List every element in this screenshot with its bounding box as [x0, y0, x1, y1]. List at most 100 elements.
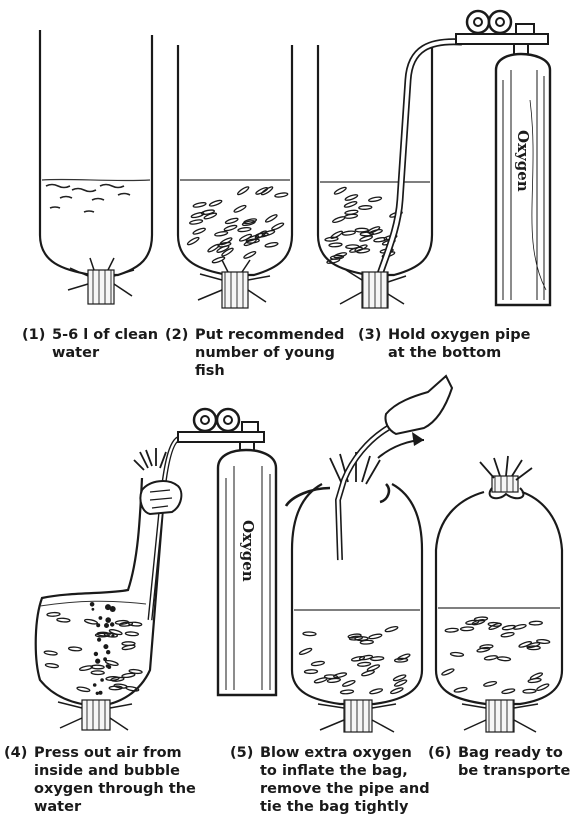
bag-outline: [436, 492, 562, 704]
bubble: [94, 652, 98, 656]
fish: [329, 243, 342, 247]
fish: [497, 656, 510, 661]
fish: [351, 656, 364, 662]
fish: [192, 227, 205, 235]
fish: [68, 647, 81, 651]
fish: [57, 618, 70, 622]
caption-line: 5-6 l of clean: [52, 326, 158, 344]
fish: [385, 626, 398, 633]
fish: [189, 219, 202, 225]
fish: [84, 619, 97, 625]
bag-clean-water: [40, 30, 152, 304]
caption-line: water: [34, 798, 196, 816]
fish: [536, 683, 549, 692]
bubble: [105, 617, 111, 623]
fish: [357, 662, 370, 667]
fish: [233, 204, 246, 213]
fish: [325, 237, 338, 242]
oxygen-cylinder: Oxygen: [456, 11, 550, 305]
fish: [193, 202, 206, 208]
fish: [237, 186, 250, 196]
fish: [271, 222, 284, 231]
cylinder-label: Oxygen: [514, 130, 532, 192]
fish: [340, 690, 353, 695]
fish-group: [299, 626, 411, 695]
fish: [327, 258, 340, 264]
bubble: [105, 604, 111, 610]
step-number: (4): [4, 744, 27, 762]
caption-line: be transported: [458, 762, 571, 780]
fish: [334, 186, 347, 195]
caption-line: Bag ready to: [458, 744, 571, 762]
fish: [461, 627, 474, 631]
bag-knot: [58, 700, 132, 730]
fish: [332, 216, 345, 224]
fish: [484, 655, 497, 661]
fish: [359, 205, 372, 209]
hand: [140, 481, 181, 514]
caption-line: to inflate the bag,: [260, 762, 430, 780]
oxygen-cylinder: Oxygen: [178, 409, 276, 695]
fish: [109, 629, 122, 636]
fish: [91, 671, 104, 675]
bag-outline: [178, 45, 292, 275]
bag-knot: [318, 700, 396, 732]
bag-bubbling-oxygen: [36, 438, 182, 730]
bubble: [111, 634, 114, 637]
fish: [265, 242, 278, 248]
fish: [299, 647, 312, 655]
step-number: (1): [22, 326, 45, 344]
fish: [477, 647, 490, 653]
caption-line: tie the bag tightly: [260, 798, 430, 816]
fish: [369, 688, 382, 695]
bubble: [90, 602, 95, 607]
bubble: [93, 683, 97, 687]
hand: [385, 376, 452, 434]
fish: [129, 622, 142, 626]
fish: [238, 227, 251, 232]
bubble: [110, 622, 114, 626]
fish: [501, 632, 514, 638]
step-number: (5): [230, 744, 253, 762]
fish: [445, 628, 458, 632]
fish: [368, 196, 381, 202]
bubble: [92, 608, 95, 611]
fish-group: [187, 186, 288, 264]
caption-line: oxygen through the: [34, 780, 196, 798]
fish: [304, 670, 317, 674]
fish: [122, 673, 135, 678]
bag-knot: [462, 700, 538, 732]
fish-group: [441, 617, 550, 695]
fish: [330, 230, 343, 239]
fish: [265, 214, 278, 224]
pressure-gauge: [217, 409, 239, 431]
fish: [360, 640, 373, 644]
caption-line: Blow extra oxygen: [260, 744, 430, 762]
fish: [79, 665, 92, 671]
fish: [243, 250, 256, 259]
bubble: [104, 623, 109, 628]
cylinder-label: Oxygen: [239, 520, 257, 582]
fish: [333, 672, 346, 678]
caption-line: number of young: [195, 344, 344, 362]
caption-line: fish: [195, 362, 344, 380]
water-ripples: [46, 185, 130, 213]
caption-line: Hold oxygen pipe: [388, 326, 530, 344]
bag-knot: [340, 270, 406, 308]
step-number: (2): [165, 326, 188, 344]
fish: [47, 612, 60, 616]
bubble: [103, 644, 108, 649]
fish: [187, 236, 200, 246]
fish: [355, 228, 368, 232]
caption-line: water: [52, 344, 158, 362]
bag-with-fish: [178, 45, 292, 308]
bag-outline: [292, 484, 422, 704]
caption-line: Press out air from: [34, 744, 196, 762]
oxygen-pipe: [150, 438, 180, 620]
bubble: [96, 692, 99, 695]
fish: [191, 212, 204, 219]
bubble: [97, 638, 101, 642]
bubble: [99, 616, 103, 620]
fish: [529, 621, 542, 625]
